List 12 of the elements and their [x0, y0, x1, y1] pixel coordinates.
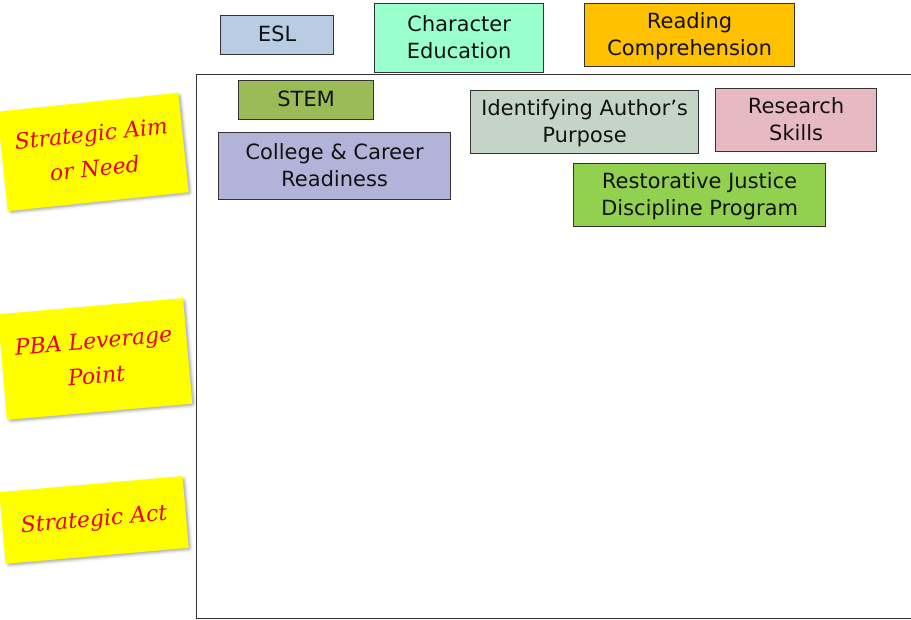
topic-box: Reading Comprehension	[584, 3, 795, 67]
sticky-note: Strategic Act	[0, 476, 189, 564]
topic-box: Character Education	[374, 3, 544, 73]
topic-box: STEM	[238, 80, 374, 120]
topic-box: College & Career Readiness	[218, 132, 451, 200]
topic-box: Research Skills	[715, 88, 877, 152]
topic-box: Identifying Author’s Purpose	[470, 90, 699, 154]
sticky-note: Strategic Aim or Need	[0, 92, 189, 212]
topic-box: ESL	[220, 15, 334, 55]
board-frame	[196, 74, 911, 619]
sticky-note: PBA Leverage Point	[0, 298, 192, 420]
topic-box: Restorative Justice Discipline Program	[573, 163, 826, 227]
